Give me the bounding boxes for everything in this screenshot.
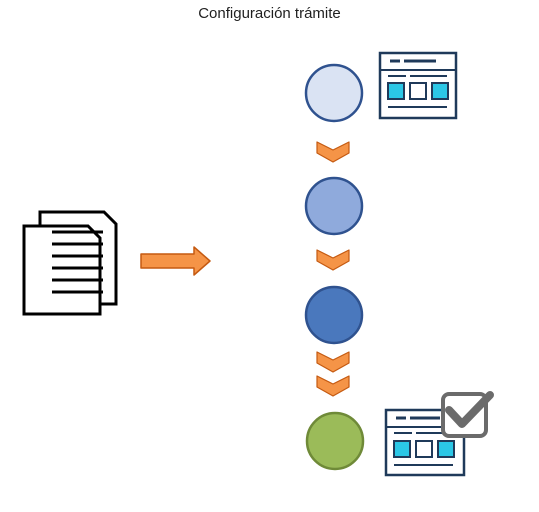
step-circle-1 (304, 63, 364, 123)
document-stack-icon (22, 210, 118, 316)
step-circle-4 (305, 411, 365, 471)
checkbox-checked-icon (441, 391, 494, 438)
chevron-down-icon (316, 249, 350, 271)
form-window-icon (378, 51, 458, 120)
chevron-down-icon (316, 351, 350, 373)
chevron-down-icon (316, 375, 350, 397)
right-arrow-icon (140, 246, 211, 276)
step-circle-2 (304, 176, 364, 236)
step-circle-3 (304, 285, 364, 345)
chevron-down-icon (316, 141, 350, 163)
diagram-title: Configuración trámite (198, 5, 341, 22)
